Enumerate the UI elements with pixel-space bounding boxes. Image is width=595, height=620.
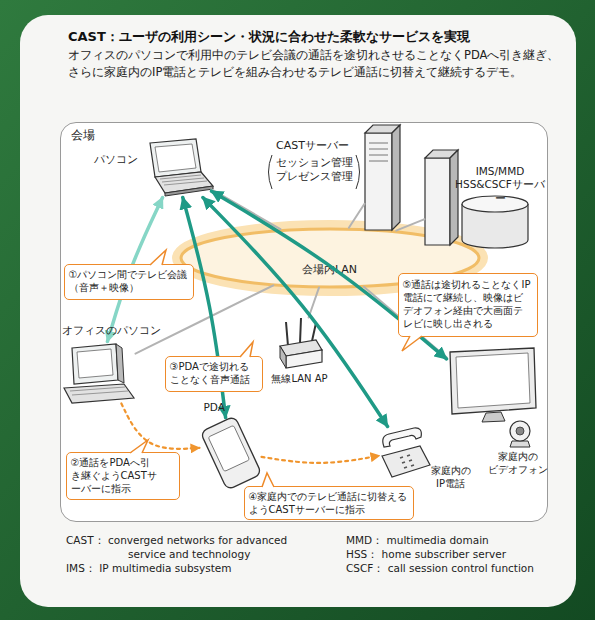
laptop-edge <box>165 186 213 196</box>
connector <box>262 456 380 463</box>
callout-tail <box>402 336 422 352</box>
glossary-entry: IMS： IP multimedia subsystem <box>66 562 328 576</box>
camera-base <box>510 441 530 447</box>
laptop-node: パソコン <box>140 140 212 198</box>
title: CAST：ユーザの利用シーン・状況に合わせた柔軟なサービスを実現 <box>68 28 578 46</box>
callout-tail <box>150 250 166 266</box>
laptop-keys <box>160 175 207 185</box>
bracket <box>269 155 273 189</box>
white-panel <box>20 15 576 607</box>
bracket <box>356 155 360 189</box>
pda-node: PDA <box>200 418 262 490</box>
callout-box: ①パソコン間でテレビ会議 （音声＋映像） <box>64 264 194 300</box>
server-front <box>425 158 450 245</box>
connector <box>121 404 199 449</box>
tv-frame <box>450 348 536 414</box>
node-label: 会場 <box>71 128 131 144</box>
node-label: PDA <box>204 401 244 415</box>
pda-body <box>200 416 261 490</box>
node-label: ①パソコン間でテレビ会議 （音声＋映像） <box>69 268 191 294</box>
callout-tail <box>130 440 148 453</box>
glossary-entry: MMD： multimedia domain <box>346 534 576 548</box>
tv-screen <box>456 353 530 408</box>
ap-node: 無線LAN AP <box>276 318 324 370</box>
server-slots <box>369 143 388 161</box>
connector <box>203 198 388 427</box>
server-front <box>365 133 392 230</box>
callout-tail <box>130 440 148 454</box>
phone-base <box>382 446 430 477</box>
monitor-side <box>116 344 124 383</box>
callout-tail <box>262 473 274 487</box>
callout-tail <box>262 473 274 488</box>
connector <box>107 198 162 342</box>
glossary-entry: HSS： home subscriber server <box>346 548 576 562</box>
node-label: 家庭内の IP電話 <box>424 464 478 490</box>
phone-keys <box>400 455 414 468</box>
connector <box>212 189 281 229</box>
server-node: IMS/MMD HSS&CSCFサーバー <box>425 150 528 248</box>
camera-lens <box>516 427 524 435</box>
node-label: ④家庭内でのテレビ通話に切替える ようCASTサーバーに指示 <box>249 490 411 516</box>
node-label: オフィスのパソコン <box>62 324 182 338</box>
callout-box: ③PDAで途切れる ことなく音声通話 <box>165 356 263 392</box>
server-side <box>450 150 458 245</box>
connector <box>183 198 226 418</box>
node-label: ⑤通話は途切れることなくIP 電話にて継続し、映像はビ デオフォン経由で大画面テ… <box>403 278 535 330</box>
callout-tail <box>240 342 253 358</box>
description: オフィスのパソコンで利用中のテレビ会議の通話を途切れさせることなくPDAへ引き継… <box>68 47 568 80</box>
laptop-display <box>155 144 196 172</box>
camera-body <box>510 421 530 441</box>
glossary-entry: CAST： converged networks for advanced se… <box>66 534 328 561</box>
phone-handset <box>383 428 422 447</box>
storage-top <box>462 196 528 212</box>
callout-box: ⑤通話は途切れることなくIP 電話にて継続し、映像はビ デオフォン経由で大画面テ… <box>398 273 538 337</box>
tv-stand <box>482 412 505 422</box>
pda-screen <box>208 425 249 471</box>
node-label: ②通話をPDAへ引 き継ぐようCASTサ ーバーに指示 <box>71 456 177 495</box>
keyboard-keys <box>70 387 128 395</box>
node-label: 無線LAN AP <box>265 372 335 385</box>
videophone-node: 家庭内の ビデオフォン <box>447 346 539 448</box>
server-side <box>392 125 400 230</box>
node-label: パソコン <box>84 153 138 167</box>
node-label: CASTサーバー <box>265 139 361 153</box>
monitor <box>72 344 118 384</box>
ap-front <box>286 350 322 368</box>
callout-tail <box>240 342 253 357</box>
callout-tail <box>150 250 166 265</box>
server-node: CASTサーバーセッション管理 プレゼンス管理 <box>365 125 400 230</box>
connector <box>212 191 447 359</box>
node-label: 家庭内の ビデオフォン <box>487 450 549 476</box>
laptop-screen <box>150 139 201 177</box>
glossary-entry: CSCF： call session control function <box>346 562 576 576</box>
ap-side <box>280 346 286 368</box>
node-label: IMS/MMD HSS&CSCFサーバー <box>452 165 549 206</box>
connector <box>396 219 424 230</box>
monitor-screen <box>77 349 113 378</box>
node-label: セッション管理 プレゼンス管理 <box>273 156 356 185</box>
keyboard <box>64 384 134 403</box>
ip-phone-node: 家庭内の IP電話 <box>380 427 432 479</box>
node-label: ③PDAで途切れる ことなく音声通話 <box>170 360 260 386</box>
pc-node: オフィスのパソコン <box>60 342 136 404</box>
callout-tail <box>402 336 422 351</box>
callout-box: ②通話をPDAへ引 き継ぐようCASTサ ーバーに指示 <box>66 452 180 500</box>
callout-box: ④家庭内でのテレビ通話に切替える ようCASTサーバーに指示 <box>244 486 414 520</box>
connector <box>349 204 365 228</box>
